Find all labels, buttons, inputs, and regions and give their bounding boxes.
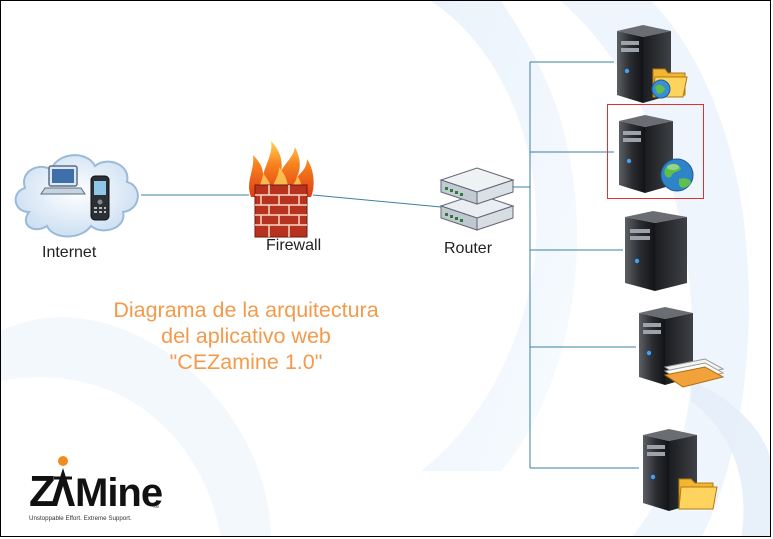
web-server-icon[interactable] [615, 111, 699, 195]
diagram-caption: Diagrama de la arquitectura del aplicati… [61, 297, 431, 375]
router-label: Router [444, 240, 493, 257]
internet-label: Internet [42, 244, 97, 261]
router-icon [439, 167, 515, 231]
logo-tagline: Unstoppable Effort. Extreme Support. [29, 515, 132, 522]
internet-cloud-icon [14, 154, 139, 238]
print-server-icon [639, 307, 725, 388]
file-server-icon [617, 25, 688, 103]
folder-server-icon [643, 429, 718, 511]
selected-server-highlight[interactable] [607, 104, 704, 199]
firewall-label: Firewall [266, 237, 322, 254]
caption-line-3: "CEZamine 1.0" [169, 350, 323, 374]
caption-line-2: del aplicativo web [161, 324, 331, 348]
caption-line-1: Diagrama de la arquitectura [113, 298, 379, 322]
zamine-logo: Z Mine SM Unstoppable Effort. Extreme Su… [23, 448, 169, 528]
svg-text:SM: SM [153, 504, 159, 509]
server-icon [625, 211, 687, 291]
svg-text:Mine: Mine [75, 471, 162, 515]
zamine-logo-graphic: Z Mine SM [29, 456, 163, 516]
svg-text:Z: Z [29, 467, 56, 516]
firewall-icon [249, 141, 314, 238]
